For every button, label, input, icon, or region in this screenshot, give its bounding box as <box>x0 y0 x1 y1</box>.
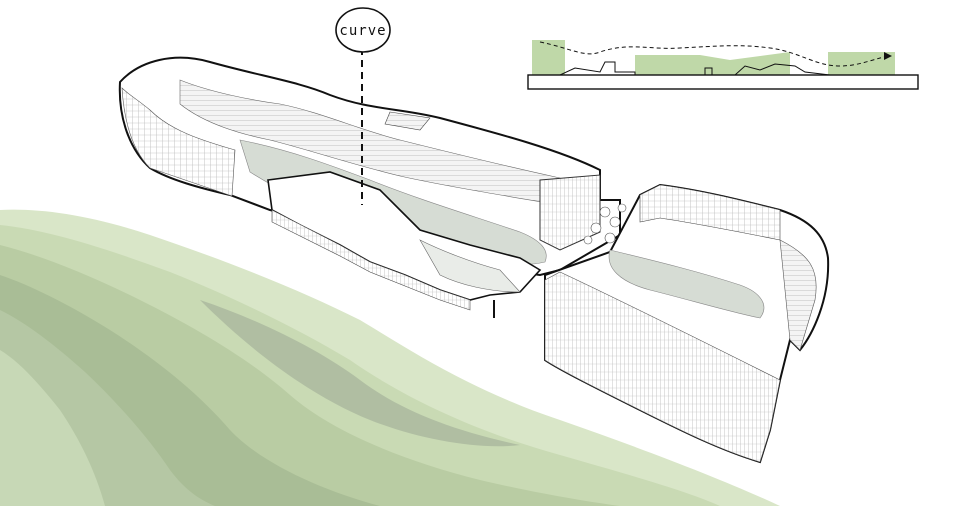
south-east-wing-building <box>544 183 830 464</box>
courtyard-south <box>608 249 765 319</box>
central-podium <box>267 171 542 318</box>
inset-green-middle <box>635 52 790 75</box>
callout-circle <box>335 7 391 53</box>
terrain-contours <box>0 209 780 506</box>
inset-building-profile <box>532 61 831 76</box>
inset-arrowhead <box>884 52 892 60</box>
trees-cluster <box>583 203 627 245</box>
inset-green-right <box>828 52 895 75</box>
se-wing-side <box>779 239 817 351</box>
section-inset <box>527 40 919 90</box>
callout-label: curve <box>339 23 386 39</box>
terrain-layer-6 <box>0 350 105 506</box>
inset-green-left <box>532 40 565 75</box>
inset-dashed-curve <box>539 41 891 67</box>
inset-base <box>527 74 919 90</box>
terrain-ridge-shadow <box>200 300 520 447</box>
se-wing-facade <box>544 271 781 463</box>
curve-callout: curve <box>335 7 391 205</box>
roof-stripes <box>384 111 431 131</box>
east-block-north <box>539 174 601 251</box>
north-wing-facade <box>121 87 236 197</box>
